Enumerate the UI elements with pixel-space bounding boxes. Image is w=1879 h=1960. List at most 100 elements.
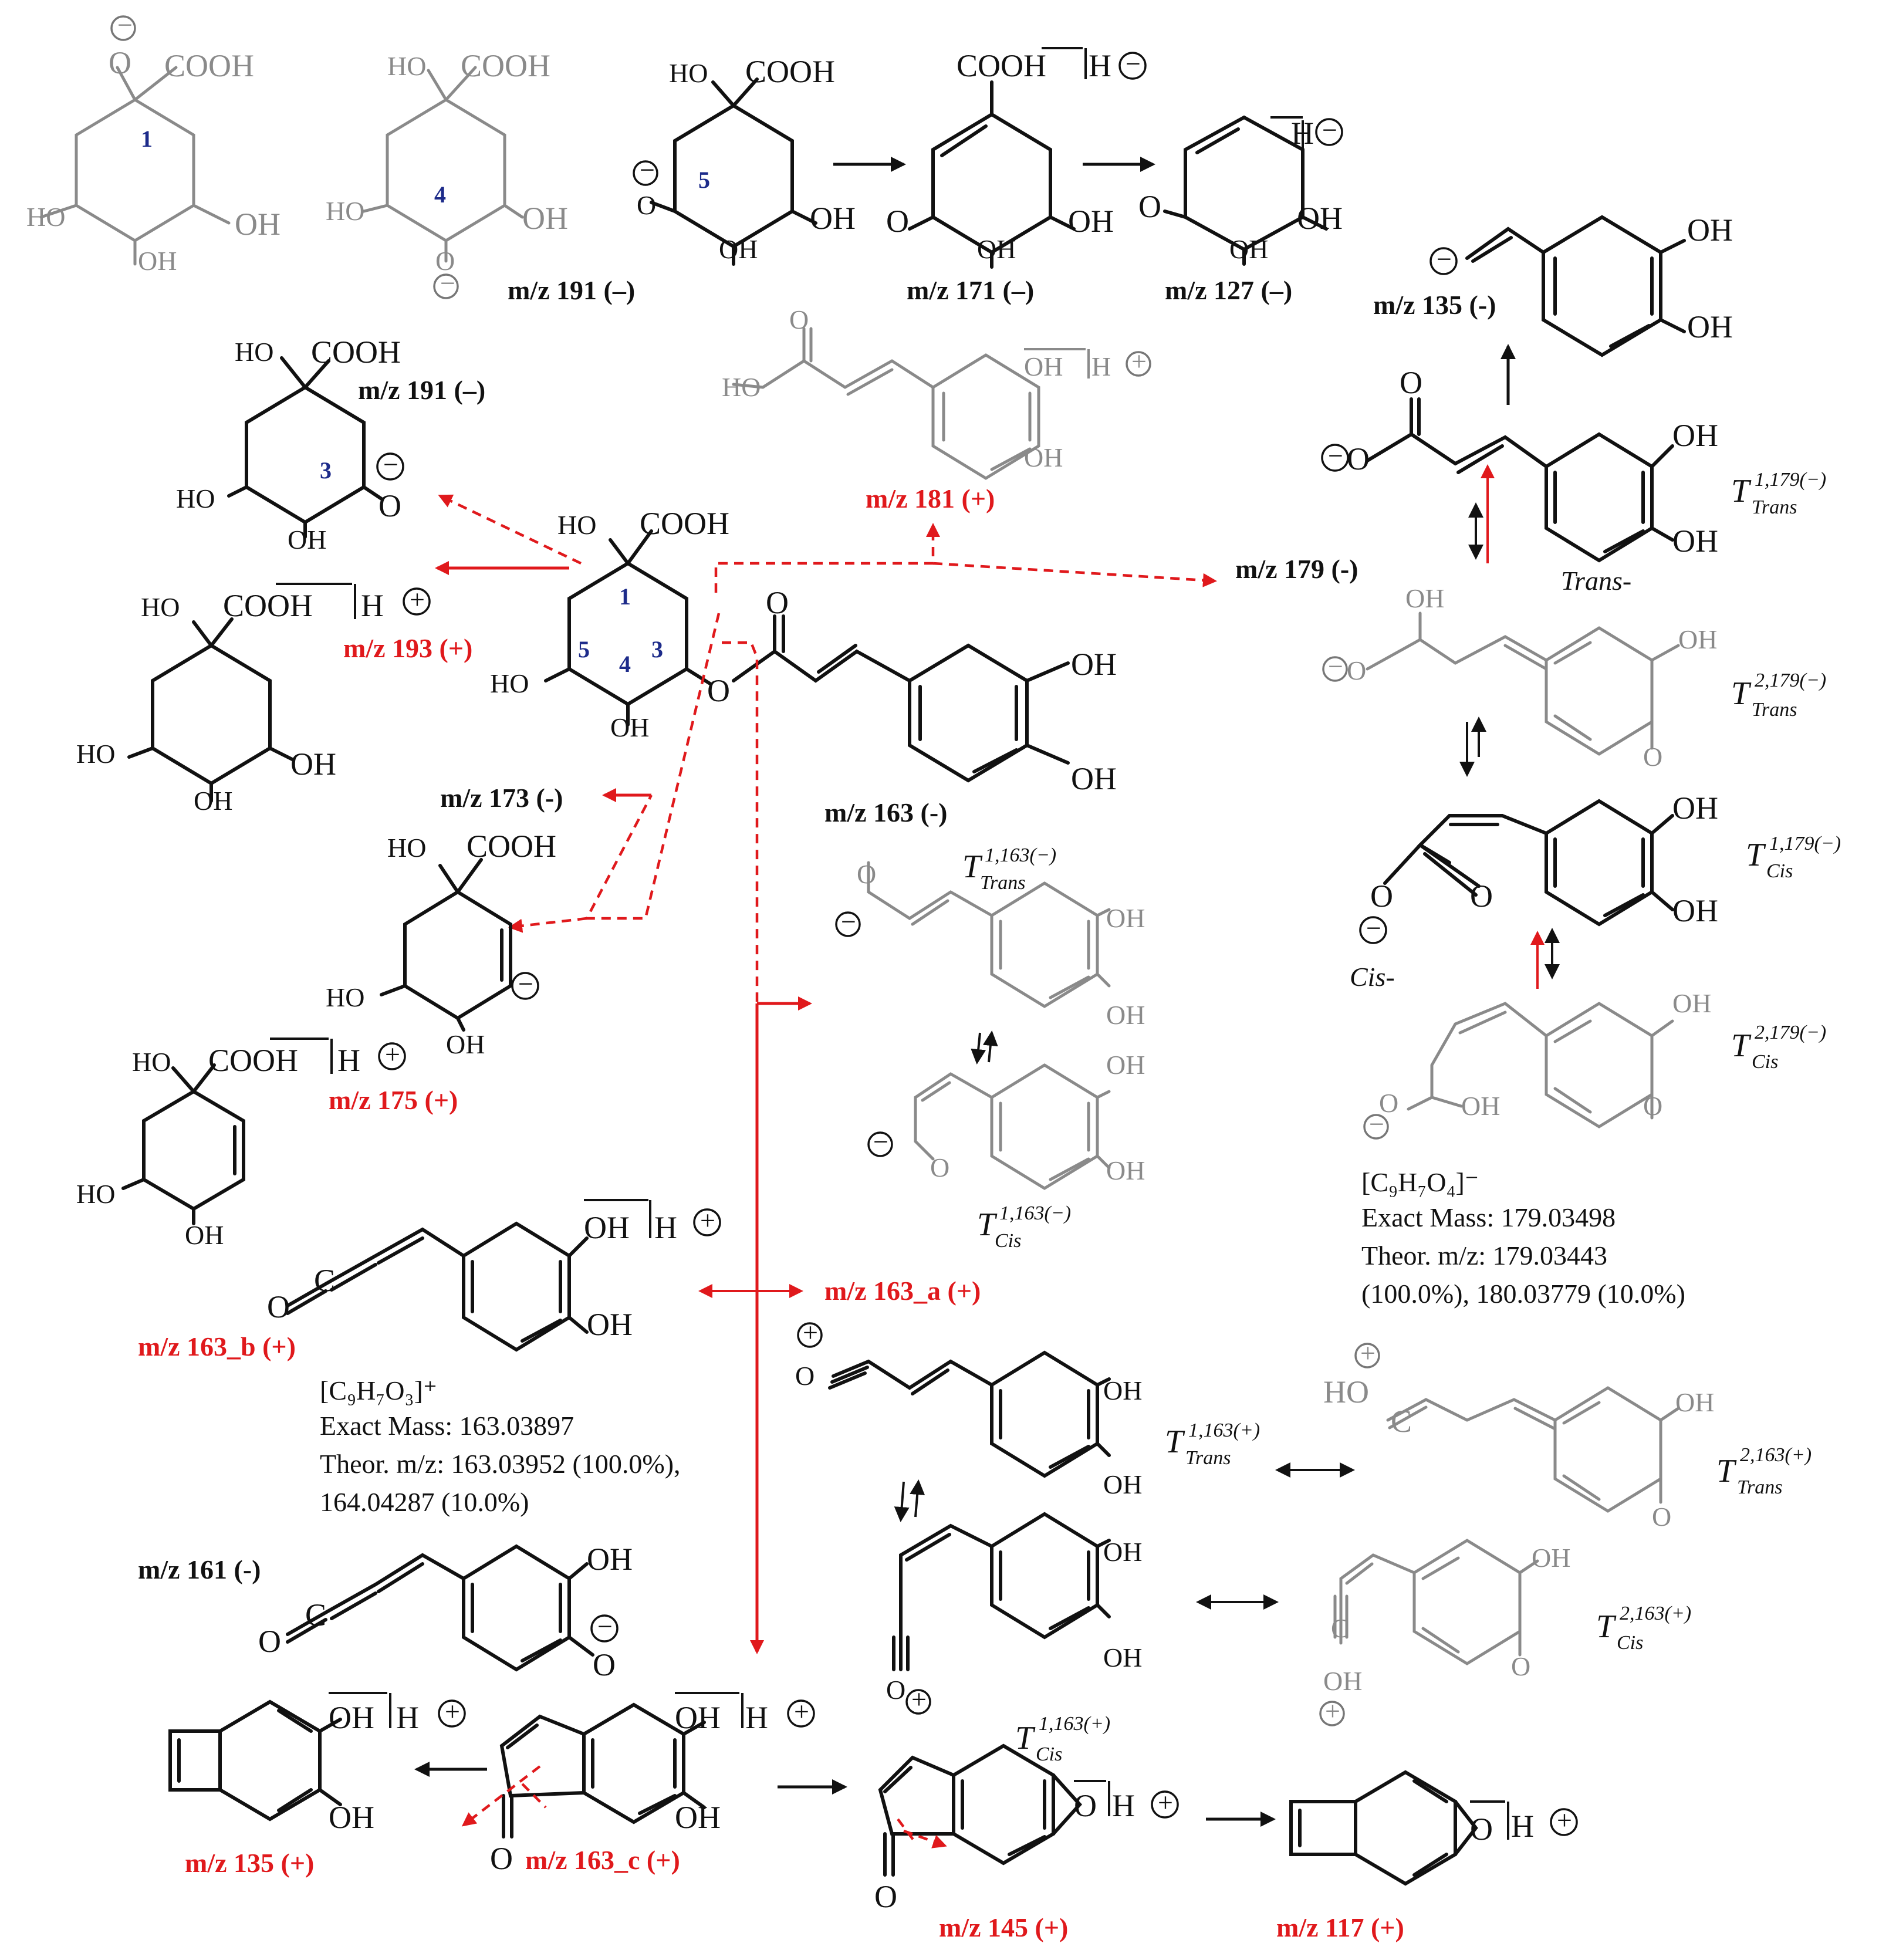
ho-label: HO bbox=[387, 51, 426, 81]
o-label: O bbox=[789, 305, 809, 334]
c-label: C bbox=[1331, 1613, 1349, 1643]
chlorogenic-acid: HO COOH 1 5 4 3 HO OH O O OH OH bbox=[490, 506, 1117, 796]
tautomer-main: T bbox=[1716, 1453, 1737, 1489]
oh-label: OH bbox=[1103, 1643, 1142, 1672]
minus-sign: − bbox=[1322, 115, 1337, 145]
oh-label: OH bbox=[1071, 761, 1117, 796]
o-label: O bbox=[930, 1153, 949, 1182]
fragment-145: O O H + bbox=[874, 1743, 1179, 1914]
minus-sign: − bbox=[841, 907, 856, 937]
theor-163-line2: 164.04287 (10.0%) bbox=[320, 1487, 529, 1517]
o-label: O bbox=[435, 246, 455, 276]
o-label: O bbox=[1470, 1812, 1493, 1847]
t179-trans: O − O OH OH bbox=[1321, 365, 1718, 563]
tautomer-sup: 1,163(−) bbox=[985, 844, 1056, 866]
oh-label: OH bbox=[1687, 212, 1733, 248]
ho-label: HO bbox=[132, 1047, 171, 1077]
arrow-to-191 bbox=[438, 494, 582, 565]
oh-label: OH bbox=[610, 712, 649, 742]
tautomer-label: T 1,163(−) Cis bbox=[977, 1202, 1071, 1252]
o-label: O bbox=[795, 1361, 815, 1391]
formula-179: [C₉H₇O₄]⁻ bbox=[1361, 1167, 1479, 1197]
t163pos-trans-quinoid: + HO C OH O bbox=[1323, 1338, 1714, 1532]
minus-sign: − bbox=[640, 155, 655, 185]
ho-label: HO bbox=[669, 58, 708, 88]
o-label: O bbox=[490, 1841, 513, 1876]
formula-163: [C₉H₇O₃]⁺ bbox=[320, 1376, 437, 1405]
mz-163a-label: m/z 163_a (+) bbox=[824, 1276, 981, 1306]
minus-sign: − bbox=[383, 450, 398, 479]
ho-label: HO bbox=[26, 202, 65, 232]
fragment-171: COOH H − O OH OH bbox=[886, 47, 1147, 269]
tautomer-sub: Cis bbox=[1617, 1632, 1643, 1654]
oh-label: OH bbox=[446, 1029, 485, 1059]
o-label: O bbox=[1400, 365, 1422, 400]
oh-label: OH bbox=[138, 246, 177, 276]
plus-sign: + bbox=[794, 1697, 809, 1726]
oh-label: OH bbox=[1672, 893, 1718, 928]
quinic-anion-o4: HO COOH 4 HO OH O − bbox=[326, 48, 568, 299]
h-label: H bbox=[396, 1700, 419, 1735]
fragment-163b: O C OH H + OH bbox=[267, 1199, 721, 1352]
oh-label: OH bbox=[719, 234, 758, 264]
t179-cis: O − O OH OH bbox=[1359, 790, 1718, 944]
tautomer-label: T 1,179(−) Cis bbox=[1746, 833, 1841, 882]
oh-label: OH bbox=[587, 1542, 633, 1577]
oh-label: OH bbox=[1323, 1666, 1362, 1696]
o-label: O bbox=[1379, 1088, 1398, 1118]
oh-label: OH bbox=[584, 1210, 630, 1245]
mz-163b-label: m/z 163_b (+) bbox=[138, 1332, 296, 1361]
o-label: O bbox=[378, 488, 401, 523]
oh-label: OH bbox=[1071, 647, 1117, 682]
o-label: O bbox=[1652, 1502, 1671, 1532]
plus-sign: + bbox=[700, 1205, 715, 1235]
ho-label: HO bbox=[141, 592, 180, 622]
carbon-number: 4 bbox=[619, 651, 631, 677]
fragment-127: H − O OH OH bbox=[1138, 115, 1343, 266]
tautomer-label: T 1,163(−) Trans bbox=[962, 844, 1056, 894]
tautomer-sub: Trans bbox=[980, 872, 1026, 894]
minus-sign: − bbox=[1369, 1109, 1384, 1139]
oh-label: OH bbox=[1106, 903, 1145, 933]
mz-145-label: m/z 145 (+) bbox=[939, 1912, 1068, 1942]
fragment-135-pos: OH H + OH bbox=[168, 1692, 466, 1835]
oh-label: OH bbox=[185, 1220, 224, 1250]
tautomer-label: T 2,179(−) Trans bbox=[1731, 670, 1826, 721]
tautomer-main: T bbox=[1165, 1424, 1185, 1460]
h-label: H bbox=[1112, 1788, 1135, 1823]
mz-171-label: m/z 171 (–) bbox=[907, 275, 1034, 305]
mz-193-label: m/z 193 (+) bbox=[343, 633, 472, 663]
minus-sign: − bbox=[440, 268, 455, 298]
tautomer-sup: 2,179(−) bbox=[1755, 1022, 1826, 1043]
h-label: H bbox=[654, 1210, 677, 1245]
arrow-to-181 bbox=[714, 523, 940, 593]
tautomer-sub: Cis bbox=[1766, 860, 1793, 882]
minus-sign: − bbox=[1328, 441, 1343, 471]
mz-175-label: m/z 175 (+) bbox=[329, 1085, 458, 1115]
tautomer-main: T bbox=[962, 849, 983, 885]
oh-label: OH bbox=[1068, 204, 1114, 239]
tautomer-sub: Cis bbox=[1036, 1743, 1062, 1765]
oh-label: OH bbox=[977, 234, 1016, 264]
fragment-175: HO COOH H + HO OH bbox=[76, 1038, 406, 1250]
oh-label: OH bbox=[522, 201, 568, 236]
carbon-number: 1 bbox=[619, 583, 631, 610]
h-label: H bbox=[1091, 352, 1111, 381]
o-label: O bbox=[1347, 441, 1370, 477]
minus-sign: − bbox=[1126, 49, 1141, 79]
oh-label: OH bbox=[290, 746, 336, 782]
cis-label: Cis- bbox=[1350, 962, 1395, 992]
mz-191-label: m/z 191 (–) bbox=[508, 275, 635, 305]
mz-127-label: m/z 127 (–) bbox=[1165, 275, 1292, 305]
o-label: O bbox=[1511, 1651, 1530, 1681]
mz-161-label: m/z 161 (-) bbox=[138, 1555, 261, 1584]
h-label: H bbox=[337, 1043, 360, 1078]
arrow bbox=[982, 1030, 998, 1063]
ho-label: HO bbox=[490, 668, 529, 698]
t163pos-trans: + O OH OH bbox=[795, 1317, 1142, 1499]
tautomer-sub: Trans bbox=[1752, 496, 1797, 518]
tautomer-sup: 2,179(−) bbox=[1755, 670, 1826, 691]
carbon-number: 5 bbox=[578, 636, 590, 663]
o-label: O bbox=[1643, 742, 1662, 772]
